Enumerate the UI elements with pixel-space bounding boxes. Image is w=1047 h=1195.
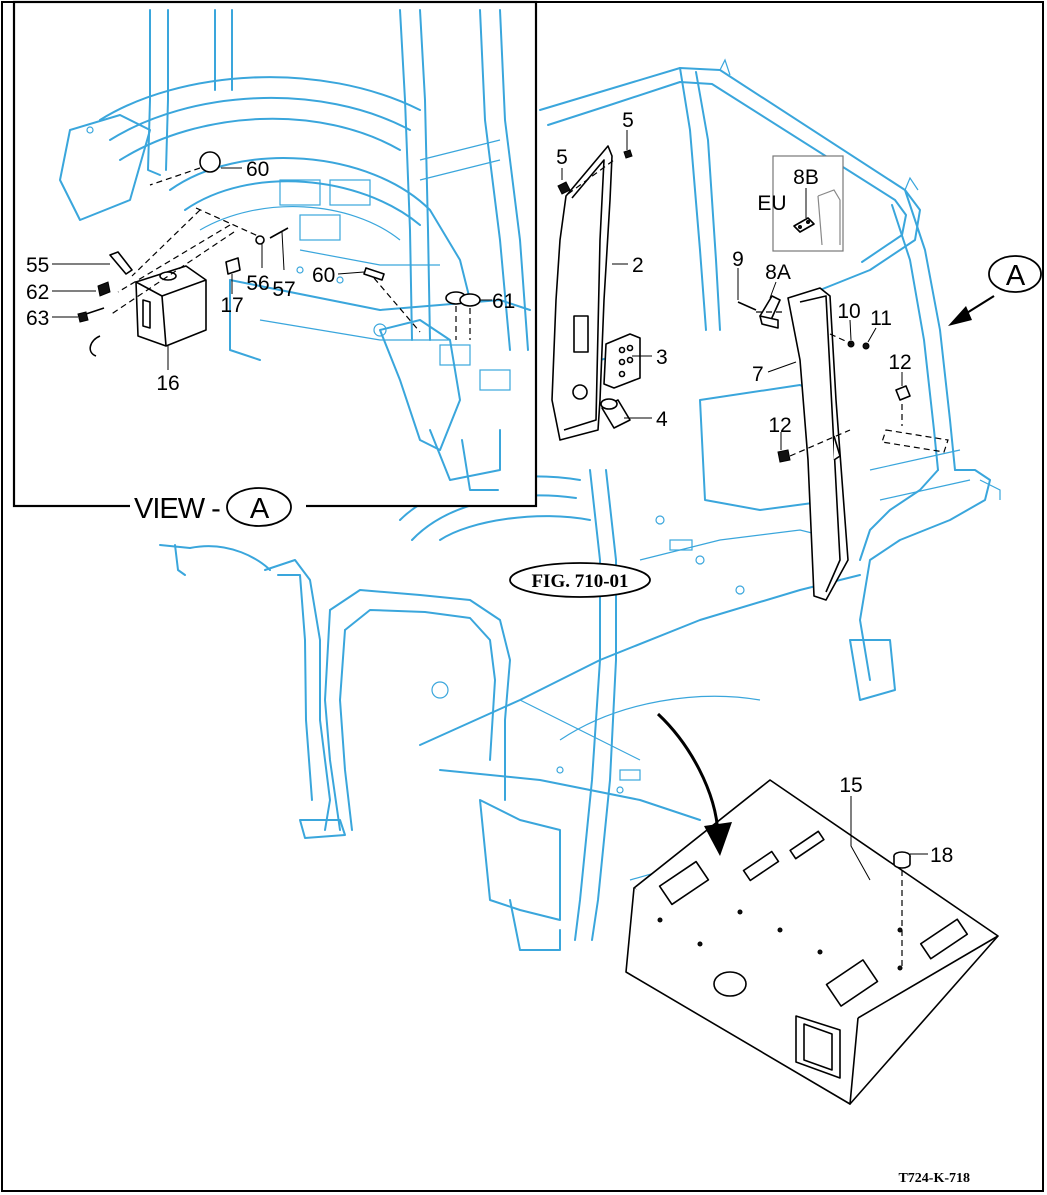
label-part-55: 55 <box>26 254 49 277</box>
grommet-18 <box>893 851 911 869</box>
label-part-16: 16 <box>156 372 179 395</box>
fitting-17 <box>225 257 241 275</box>
latch-8A <box>759 295 781 329</box>
mat-arrow-head <box>704 822 732 856</box>
washer-tank-16 <box>135 265 207 347</box>
label-part-5-b: 5 <box>622 109 634 132</box>
variant-part-label: 8B <box>793 166 819 189</box>
fig-reference-oval <box>509 562 651 598</box>
view-a-arrow-head <box>948 306 972 326</box>
plug-60-a <box>199 151 221 173</box>
fig-reference-label: FIG. 710-01 <box>531 571 628 592</box>
label-part-17: 17 <box>220 294 243 317</box>
view-a-callout-letter: A <box>1006 260 1026 292</box>
lighter-4 <box>600 398 631 429</box>
switch-panel-3 <box>603 333 641 389</box>
view-label-circle <box>226 487 292 527</box>
view-a-callout-circle <box>988 255 1042 293</box>
view-label-letter: A <box>250 493 270 525</box>
label-part-18: 18 <box>930 844 953 867</box>
inset-cab-detail <box>59 9 531 491</box>
label-part-63: 63 <box>26 307 49 330</box>
label-part-8A: 8A <box>765 261 791 284</box>
label-part-15: 15 <box>839 774 862 797</box>
bolt-63 <box>77 307 105 357</box>
pin-9 <box>737 301 757 311</box>
label-part-3: 3 <box>656 346 668 369</box>
clip-62 <box>97 281 111 297</box>
washer-11 <box>862 342 870 350</box>
label-part-62: 62 <box>26 281 49 304</box>
label-part-60-b: 60 <box>312 264 335 287</box>
label-part-61: 61 <box>492 290 515 313</box>
variant-box-eu <box>772 155 844 252</box>
clip-12-b <box>777 449 791 463</box>
label-part-9: 9 <box>732 248 744 271</box>
view-a-inset <box>12 0 538 508</box>
view-label-prefix: VIEW - <box>134 493 220 525</box>
mat-arrow <box>656 712 720 835</box>
label-part-12-b: 12 <box>768 414 791 437</box>
figure-code: T724-K-718 <box>898 1171 970 1186</box>
plug-60-b <box>363 267 385 281</box>
label-part-4: 4 <box>656 408 668 431</box>
variant-region-label: EU <box>757 192 786 215</box>
label-part-60-a: 60 <box>246 158 269 181</box>
label-part-11: 11 <box>870 307 892 330</box>
label-part-5-a: 5 <box>556 146 568 169</box>
floor-mat-15 <box>625 779 999 1105</box>
grommet-56 <box>255 235 265 245</box>
label-part-10: 10 <box>837 300 860 323</box>
label-part-2: 2 <box>632 254 644 277</box>
label-part-56: 56 <box>246 272 269 295</box>
bracket-55 <box>109 251 133 275</box>
plug-61-b <box>459 293 481 307</box>
label-part-57: 57 <box>272 278 295 301</box>
pillar-trim-2 <box>551 145 613 441</box>
screw-5-b <box>623 149 633 159</box>
screw-5-a <box>557 181 571 195</box>
clip-12-a <box>895 385 911 401</box>
nozzle-57 <box>269 227 289 239</box>
label-part-12-a: 12 <box>888 351 911 374</box>
label-part-7: 7 <box>752 363 764 386</box>
